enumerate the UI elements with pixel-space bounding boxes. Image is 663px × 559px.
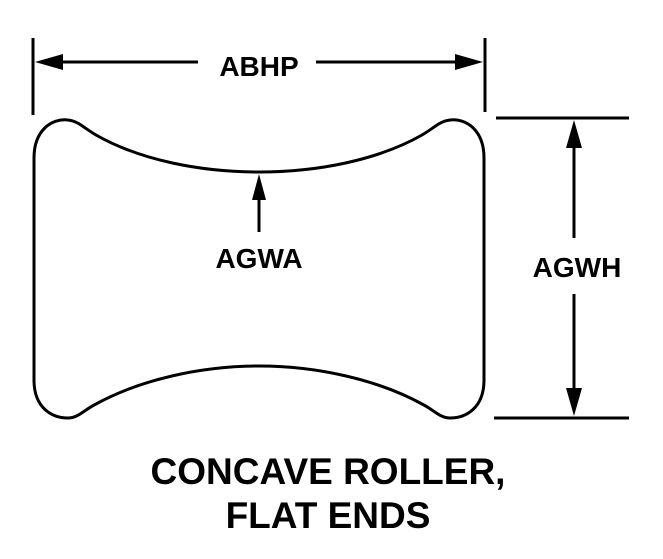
arrowhead-right: [455, 54, 483, 70]
dimension-label-abhp: ABHP: [219, 51, 298, 82]
arrowhead-down-agwh: [566, 388, 582, 416]
dimension-label-agwh: AGWH: [533, 252, 622, 283]
dimension-agwh: AGWH: [494, 116, 629, 420]
dimension-agwa: AGWA: [215, 174, 303, 274]
roller-outline: [32, 118, 486, 420]
dimension-label-agwa: AGWA: [215, 243, 302, 274]
caption-line-1: CONCAVE ROLLER,: [151, 451, 506, 492]
caption-line-2: FLAT ENDS: [226, 495, 431, 536]
arrowhead-left: [35, 54, 63, 70]
arrowhead-up-agwh: [566, 120, 582, 148]
arrowhead-up-agwa: [252, 174, 266, 200]
dimension-abhp: ABHP: [31, 38, 487, 115]
